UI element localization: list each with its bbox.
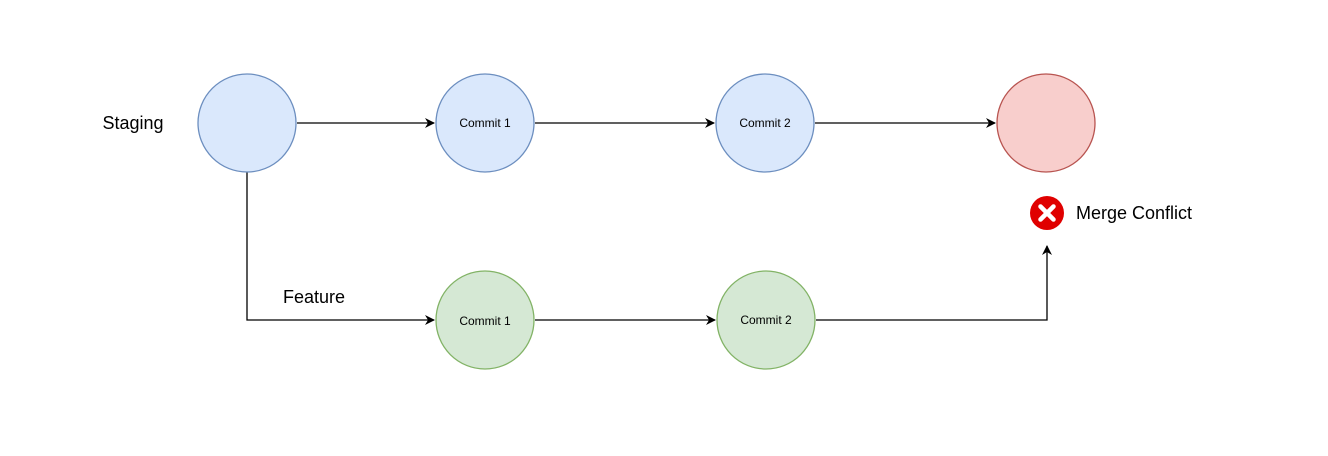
edge-feature-commit-2-to-conflict — [816, 245, 1052, 321]
merge-conflict-indicator: Merge Conflict — [1030, 196, 1192, 230]
edges — [246, 118, 1052, 325]
feature-commit-1-label: Commit 1 — [459, 314, 511, 328]
feature-commit-1-node: Commit 1 — [435, 270, 535, 370]
feature-commit-2-label: Commit 2 — [740, 313, 792, 327]
error-x-icon — [1030, 196, 1064, 230]
staging-base-node — [197, 73, 297, 173]
staging-commit-1-node: Commit 1 — [435, 73, 535, 173]
staging-commit-1-label: Commit 1 — [459, 116, 511, 130]
merge-target-node — [996, 73, 1096, 173]
edge-branch-to-feature-commit-1 — [246, 172, 435, 325]
feature-branch-label: Feature — [283, 287, 345, 307]
staging-commit-2-node: Commit 2 — [715, 73, 815, 173]
feature-commit-2-node: Commit 2 — [716, 270, 816, 370]
staging-branch-label: Staging — [102, 113, 163, 133]
merge-conflict-label: Merge Conflict — [1076, 203, 1192, 223]
staging-commit-2-label: Commit 2 — [739, 116, 791, 130]
